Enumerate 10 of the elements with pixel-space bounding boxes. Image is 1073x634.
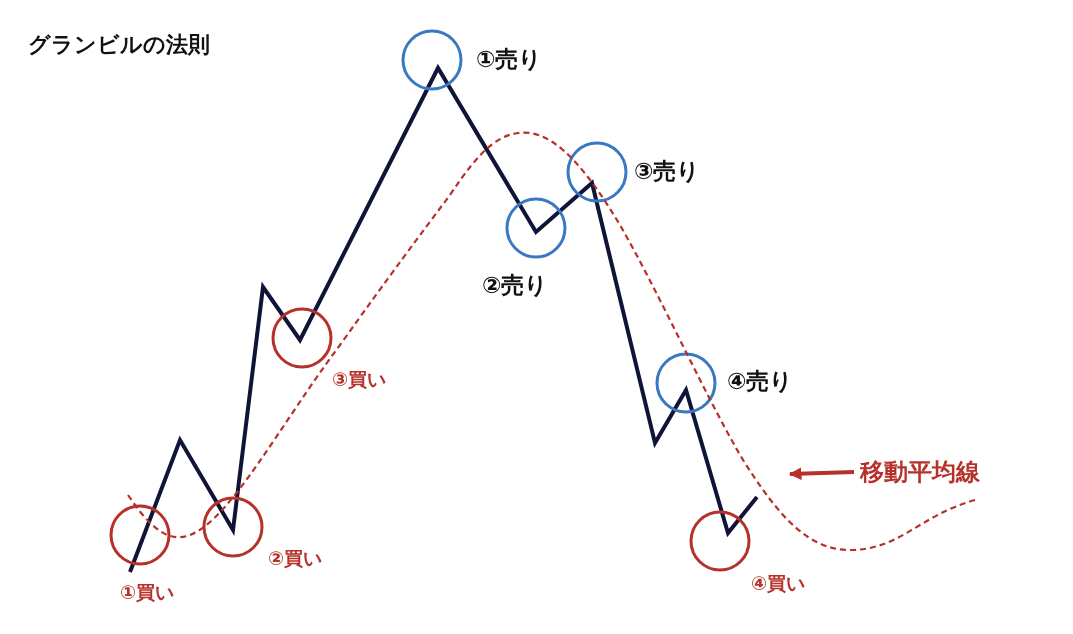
buy-signal-label: ④買い [751,574,806,593]
leader-arrow [788,467,855,481]
sell-signal-label: ③売り [634,160,701,183]
sell-signal-label: ④売り [727,370,794,393]
sell-signal-label: ①売り [476,48,543,71]
chart-title: グランビルの法則 [28,34,210,56]
buy-signal-label: ①買い [120,583,175,602]
buy-signal-label: ③買い [332,370,387,389]
buy-signal-label: ②買い [268,549,323,568]
sell-signal-label: ②売り [482,274,549,297]
